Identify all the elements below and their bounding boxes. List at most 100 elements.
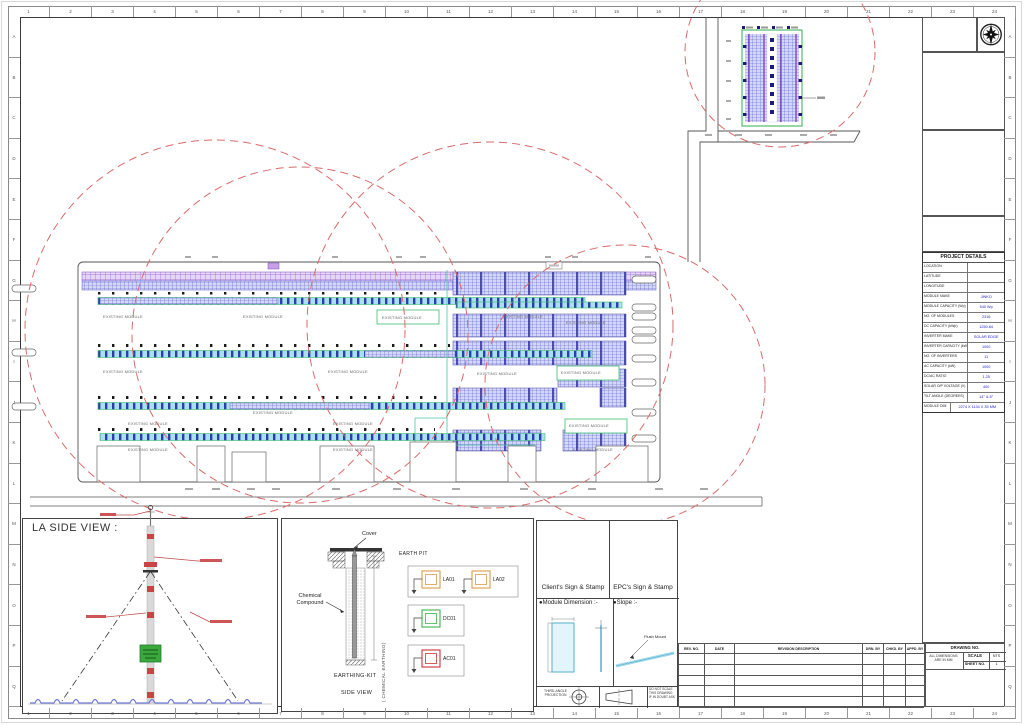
revision-cell bbox=[906, 676, 924, 686]
ruler-cell: P bbox=[8, 626, 20, 667]
epc-stamp-label: EPC's Sign & Stamp bbox=[613, 584, 673, 591]
existing-module-label: EXISTING MODULE bbox=[569, 423, 609, 428]
revision-cell bbox=[735, 686, 863, 697]
projection-hline bbox=[537, 686, 679, 687]
ruler-cell: 17 bbox=[680, 6, 722, 17]
stamp-divider bbox=[609, 521, 610, 598]
ruler-cell: 6 bbox=[218, 708, 260, 719]
right-column-box-5 bbox=[922, 412, 1005, 643]
compass-box bbox=[977, 17, 1005, 52]
ruler-cell: E bbox=[8, 179, 20, 220]
revision-empty-row bbox=[679, 675, 924, 687]
revision-cell bbox=[705, 664, 735, 675]
earthing-kit-label: EARTHING-KIT bbox=[334, 673, 377, 679]
revision-cell bbox=[863, 686, 884, 697]
ruler-cell: 1 bbox=[8, 6, 50, 17]
detail-label: NO. OF MODULES bbox=[923, 313, 969, 322]
ruler-cell: G bbox=[8, 261, 20, 302]
ruler-cell: 15 bbox=[596, 6, 638, 17]
ruler-cell: K bbox=[8, 423, 20, 464]
pit-la01-label: LA01 bbox=[443, 577, 455, 583]
detail-value: 540 Wp bbox=[979, 305, 993, 309]
project-details-title: PROJECT DETAILS bbox=[923, 253, 1004, 263]
revision-cell bbox=[863, 697, 884, 707]
ruler-cell: O bbox=[8, 585, 20, 626]
revision-cell bbox=[679, 697, 705, 707]
sheet-no-value: 1 bbox=[995, 661, 998, 666]
ruler-cell: 7 bbox=[260, 6, 302, 17]
drawing-no-bottom-line bbox=[926, 669, 1006, 670]
small-structures bbox=[96, 441, 649, 483]
existing-module-label: EXISTING MODULE bbox=[243, 314, 283, 319]
detail-label: DC/AC RATIO bbox=[923, 373, 969, 382]
drawing-no-header-line bbox=[926, 652, 1006, 653]
existing-module-label: EXISTING MODULE bbox=[573, 447, 613, 452]
ruler-cell: 19 bbox=[764, 708, 806, 719]
ruler-cell: N bbox=[1004, 545, 1016, 586]
detail-value bbox=[968, 273, 1004, 282]
ruler-cell: E bbox=[1004, 179, 1016, 220]
revision-cell bbox=[884, 675, 906, 686]
earthing-side-view-label: SIDE VIEW bbox=[341, 690, 373, 696]
right-column-box-3 bbox=[922, 130, 1005, 216]
ruler-cell: 22 bbox=[890, 708, 932, 719]
revision-header-cell: APPD. BY bbox=[906, 646, 924, 651]
ruler-cell: P bbox=[1004, 626, 1016, 667]
ruler-cell: A bbox=[8, 17, 20, 58]
la-side-view-panel bbox=[22, 518, 278, 714]
ruler-cell: 22 bbox=[890, 6, 932, 17]
la-side-view-title: LA SIDE VIEW : bbox=[32, 522, 118, 534]
ruler-cell: Q bbox=[8, 667, 20, 708]
revision-header-cell: DRN. BY bbox=[863, 644, 884, 653]
chemical-compound-label: Chemical Compound bbox=[296, 593, 324, 606]
detail-value: 1250.64 bbox=[979, 325, 994, 329]
ruler-cell: J bbox=[8, 382, 20, 423]
revision-cell bbox=[863, 675, 884, 686]
existing-module-label: EXISTING MODULE bbox=[103, 314, 143, 319]
dimension-divider bbox=[613, 598, 614, 686]
revision-cell bbox=[906, 686, 924, 696]
ruler-cell: L bbox=[1004, 464, 1016, 505]
ruler-cell: 11 bbox=[428, 6, 470, 17]
ruler-cell: H bbox=[1004, 301, 1016, 342]
ruler-cell: 8 bbox=[302, 6, 344, 17]
ruler-cell: 1 bbox=[8, 708, 50, 719]
drawing-no-label: DRAWING NO. bbox=[950, 645, 980, 650]
detail-value: 1.25 bbox=[982, 375, 990, 379]
all-dims-label: ALL DIMENSIONS ARE IN MM bbox=[929, 654, 958, 663]
ruler-cell: 24 bbox=[974, 708, 1016, 719]
existing-module-label: EXISTING MODULE bbox=[103, 369, 143, 374]
ruler-cell: 17 bbox=[680, 708, 722, 719]
ruler-cell: 10 bbox=[386, 6, 428, 17]
ruler-cell: 18 bbox=[722, 708, 764, 719]
ruler-cell: 13 bbox=[512, 6, 554, 17]
detail-label: MODULE DIM bbox=[923, 403, 951, 412]
slope-label: ●Slope :- bbox=[613, 600, 638, 606]
right-column-box-2 bbox=[922, 52, 1005, 130]
detail-value: SOLAR EDGE bbox=[973, 335, 999, 339]
ruler-cell: 23 bbox=[932, 708, 974, 719]
existing-module-label: EXISTING MODULE bbox=[566, 320, 606, 325]
revision-cell bbox=[906, 654, 924, 664]
project-details-row: LOCATION bbox=[923, 263, 1004, 273]
ruler-cell: Q bbox=[1004, 667, 1016, 708]
detail-label: MODULE CAPACITY (Wp) bbox=[923, 303, 969, 312]
dims-cell-divider bbox=[963, 652, 964, 669]
detail-label: DC CAPACITY (kWp) bbox=[923, 323, 969, 332]
detail-label: LOCATION bbox=[923, 263, 969, 272]
revision-cell bbox=[884, 686, 906, 697]
ruler-cell: B bbox=[8, 58, 20, 99]
detail-value: 1000 bbox=[981, 345, 991, 349]
ruler-cell: 24 bbox=[974, 6, 1016, 17]
existing-module-label: EXISTING MODULE bbox=[382, 315, 422, 320]
ruler-cell: 10 bbox=[386, 708, 428, 719]
compound-outline bbox=[30, 17, 861, 507]
detail-label: SOLAR O/P VOLTAGE (V) bbox=[923, 383, 969, 392]
ruler-cell: 7 bbox=[260, 708, 302, 719]
ruler-cell: 6 bbox=[218, 6, 260, 17]
